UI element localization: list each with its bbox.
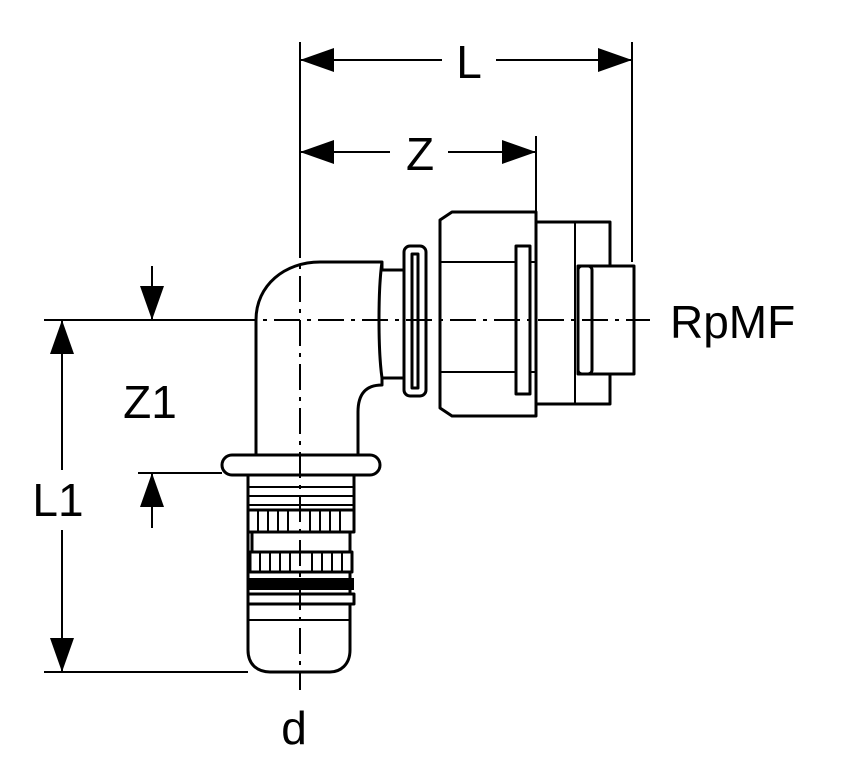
label-offset: Z: [406, 128, 434, 180]
knurl-ticks-top: [257, 510, 341, 532]
label-offset-vertical: Z1: [123, 376, 177, 428]
label-thread: RpMF: [670, 296, 795, 348]
fitting-body: [220, 210, 636, 674]
label-length: L: [456, 36, 482, 88]
dimension-lines: [44, 42, 633, 673]
label-length-vertical: L1: [32, 474, 83, 526]
label-diameter: d: [281, 702, 307, 754]
knurl-ticks-bottom: [259, 552, 343, 572]
center-lines: [230, 232, 650, 690]
